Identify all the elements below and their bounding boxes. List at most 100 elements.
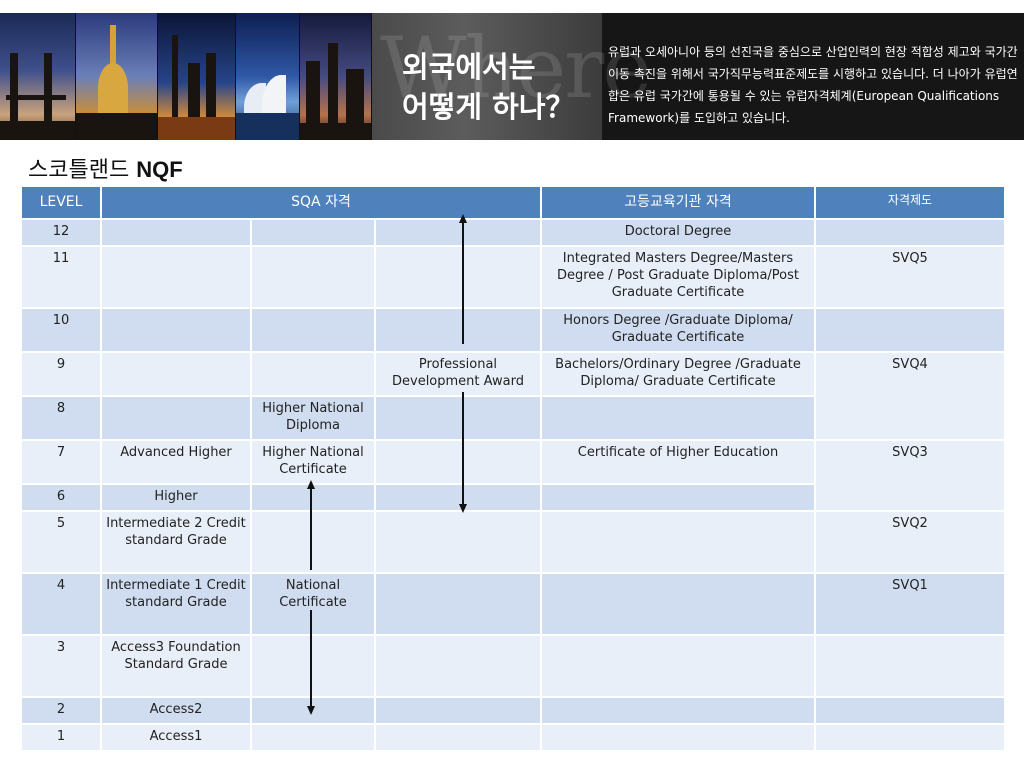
table-row: 4 Intermediate 1 Credit standard Grade N… (20, 572, 1006, 636)
level-cell: 2 (20, 696, 102, 725)
table-row: 6 Higher (20, 483, 1005, 512)
sqa-cell (374, 395, 542, 441)
sqa-cell: Advanced Higher (100, 439, 252, 485)
sqa-cell (100, 218, 252, 247)
arrow-up-head (307, 480, 315, 489)
level-cell: 9 (20, 351, 102, 397)
level-cell: 7 (20, 439, 102, 485)
higher-ed-cell (540, 483, 816, 512)
arrow-down-head (307, 706, 315, 715)
level-cell: 8 (20, 395, 102, 441)
sqa-cell (374, 307, 542, 353)
higher-ed-cell: Certificate of Higher Education (540, 439, 816, 485)
sqa-cell (250, 245, 376, 309)
system-cell: SVQ3 (814, 439, 1006, 512)
higher-ed-cell (540, 395, 816, 441)
higher-ed-cell: Doctoral Degree (540, 218, 816, 247)
table-row: 7 Advanced Higher Higher National Certif… (20, 439, 1006, 512)
sqa-cell (250, 723, 376, 752)
sqa-cell (100, 245, 252, 309)
header-higher-ed: 고등교육기관 자격 (540, 185, 816, 220)
sqa-cell (250, 218, 376, 247)
table-row: 12 Doctoral Degree (20, 218, 1006, 247)
system-cell (814, 696, 1006, 725)
table-row: 10 Honors Degree /Graduate Diploma/ Grad… (20, 307, 1006, 353)
sqa-cell (250, 634, 376, 698)
subtitle-nqf: NQF (136, 157, 183, 182)
header-banner: Where 외국에서는 어떻게 하나？ 유럽과 오세아니아 등의 선진국을 중심… (0, 13, 1024, 140)
sqa-cell: Access3 Foundation Standard Grade (100, 634, 252, 698)
photo-city-night (299, 13, 372, 140)
sqa-cell: Professional Development Award (374, 351, 542, 397)
sqa-cell (374, 696, 542, 725)
system-cell (814, 723, 1006, 752)
system-cell (814, 307, 1006, 353)
banner-title-line2: 어떻게 하나？ (402, 90, 575, 124)
level-cell: 5 (20, 510, 102, 574)
sqa-cell (100, 307, 252, 353)
sqa-cell (374, 634, 542, 698)
higher-ed-cell (540, 510, 816, 574)
table-row: 5 Intermediate 2 Credit standard Grade S… (20, 510, 1006, 574)
header-sqa: SQA 자격 (100, 185, 542, 220)
sqa-cell (374, 483, 542, 512)
banner-title-line1: 외국에서는 (402, 50, 536, 84)
header-level: LEVEL (20, 185, 102, 220)
system-cell (814, 634, 1006, 698)
sqa-cell: Higher (100, 483, 252, 512)
level-cell: 3 (20, 634, 102, 698)
photo-skyline (157, 13, 236, 140)
arrow-shaft (310, 488, 312, 570)
nqf-table: LEVEL SQA 자격 고등교육기관 자격 자격제도 12 Doctoral … (20, 185, 1006, 752)
sqa-cell (250, 510, 376, 574)
sqa-cell (100, 395, 252, 441)
banner-title: 외국에서는 어떻게 하나？ (402, 47, 575, 127)
higher-ed-cell: Integrated Masters Degree/Masters Degree… (540, 245, 816, 309)
arrow-shaft (462, 222, 464, 344)
table-row: 1 Access1 (20, 723, 1006, 752)
sqa-cell (250, 307, 376, 353)
sqa-cell: Intermediate 2 Credit standard Grade (100, 510, 252, 574)
sqa-cell (374, 572, 542, 636)
table-row: 3 Access3 Foundation Standard Grade (20, 634, 1006, 698)
arrow-shaft (462, 392, 464, 504)
sqa-cell (374, 439, 542, 485)
sqa-cell: Higher National Diploma (250, 395, 376, 441)
sqa-cell: Intermediate 1 Credit standard Grade (100, 572, 252, 636)
arrow-shaft (310, 610, 312, 706)
higher-ed-cell: Bachelors/Ordinary Degree /Graduate Dipl… (540, 351, 816, 397)
sqa-cell: Higher National Certificate (250, 439, 376, 485)
city-photo-strip (0, 13, 372, 140)
level-cell: 4 (20, 572, 102, 636)
system-cell: SVQ4 (814, 351, 1006, 441)
subtitle-country: 스코틀랜드 (28, 158, 130, 183)
sqa-cell (100, 351, 252, 397)
level-cell: 6 (20, 483, 102, 512)
system-cell: SVQ5 (814, 245, 1006, 309)
higher-ed-cell (540, 696, 816, 725)
table-header-row: LEVEL SQA 자격 고등교육기관 자격 자격제도 (20, 185, 1006, 220)
higher-ed-cell (540, 723, 816, 752)
level-cell: 12 (20, 218, 102, 247)
photo-opera-house (235, 13, 300, 140)
sqa-cell: National Certificate (250, 572, 376, 636)
system-cell: SVQ2 (814, 510, 1006, 574)
sqa-cell (374, 723, 542, 752)
table-row: 8 Higher National Diploma (20, 395, 1005, 441)
banner-description: 유럽과 오세아니아 등의 선진국을 중심으로 산업인력의 현장 적합성 제고와 … (608, 45, 1018, 125)
table-row: 9 Professional Development Award Bachelo… (20, 351, 1006, 441)
sqa-cell (374, 245, 542, 309)
arrow-up-head (459, 214, 467, 223)
photo-tower-bridge (0, 13, 76, 140)
photo-pagoda (75, 13, 158, 140)
banner-title-area: Where 외국에서는 어떻게 하나？ (372, 13, 652, 140)
arrow-down-head (459, 504, 467, 513)
table-row: 11 Integrated Masters Degree/Masters Deg… (20, 245, 1006, 309)
higher-ed-cell (540, 634, 816, 698)
sqa-cell (250, 351, 376, 397)
page-subtitle: 스코틀랜드 NQF (28, 152, 183, 184)
header-system: 자격제도 (814, 185, 1006, 220)
system-cell: SVQ1 (814, 572, 1006, 636)
sqa-cell (374, 218, 542, 247)
level-cell: 10 (20, 307, 102, 353)
